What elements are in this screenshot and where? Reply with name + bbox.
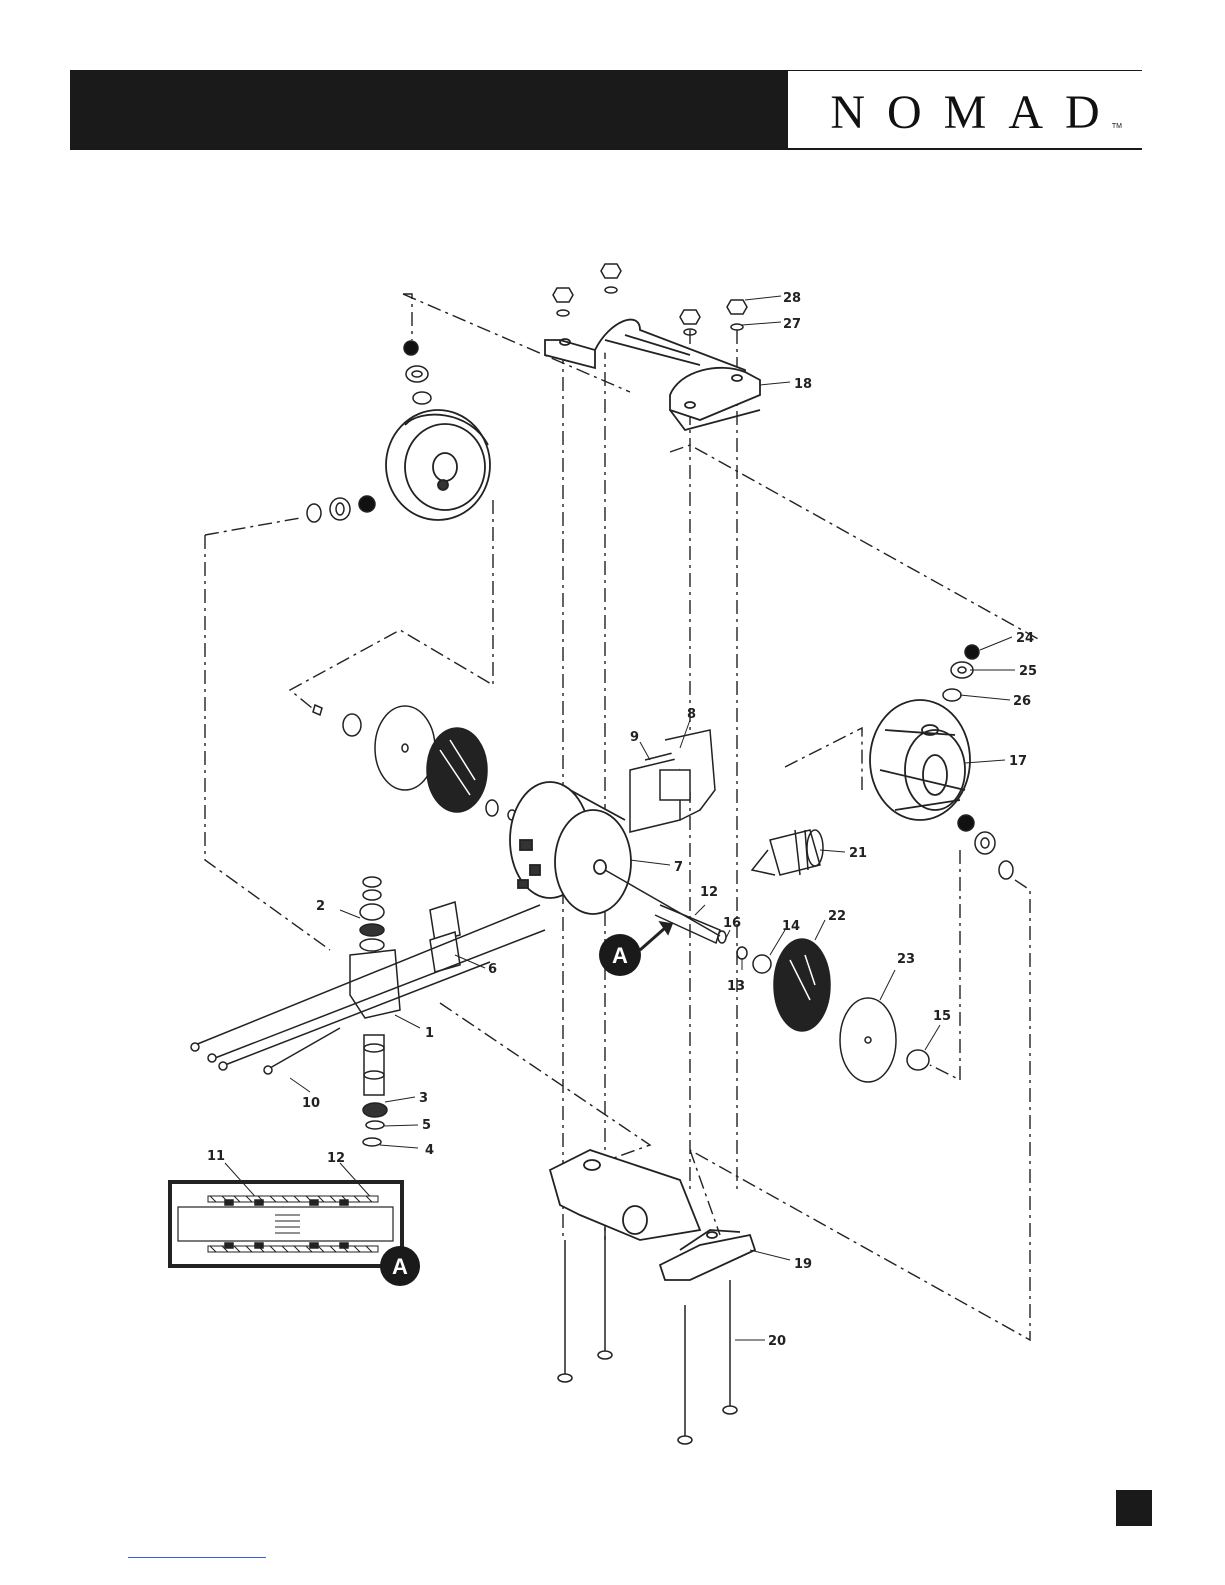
left-outer-chamber <box>386 410 490 520</box>
top-manifold <box>545 320 760 430</box>
callout-18: 18 <box>794 377 812 392</box>
callout-11: 11 <box>207 1149 225 1164</box>
air-valve <box>630 730 715 832</box>
callout-5: 5 <box>422 1118 431 1133</box>
callout-4: 4 <box>425 1143 434 1158</box>
callout-1: 1 <box>425 1026 434 1041</box>
callout-3: 3 <box>419 1091 428 1106</box>
callout-9: 9 <box>630 730 639 745</box>
left-diaphragm <box>313 705 516 820</box>
callout-17: 17 <box>1009 754 1027 769</box>
diaphragm-shaft <box>605 870 726 943</box>
callout-22: 22 <box>828 909 846 924</box>
detail-badge-main: A <box>599 934 641 976</box>
page-marker <box>1116 1490 1152 1526</box>
center-section <box>510 782 631 914</box>
callout-12-inset: 12 <box>327 1151 345 1166</box>
callout-23: 23 <box>897 952 915 967</box>
right-outer-chamber <box>870 700 970 820</box>
left-upper-valve <box>404 341 431 404</box>
nuts-top <box>553 264 747 335</box>
left-lower-valve <box>307 496 375 522</box>
detail-badge-inset: A <box>380 1246 420 1286</box>
link-underline <box>128 1557 266 1558</box>
callout-7: 7 <box>674 860 683 875</box>
detail-label-a: A <box>392 1254 408 1279</box>
callout-16: 16 <box>723 916 741 931</box>
callout-13: 13 <box>727 979 745 994</box>
callout-8: 8 <box>687 707 696 722</box>
right-upper-valve <box>943 645 979 701</box>
callout-21: 21 <box>849 846 867 861</box>
callout-26: 26 <box>1013 694 1031 709</box>
callout-19: 19 <box>794 1257 812 1272</box>
callout-24: 24 <box>1016 631 1034 646</box>
pilot-sleeve <box>752 830 823 875</box>
detail-inset <box>170 1182 402 1266</box>
detail-label-a: A <box>612 943 628 968</box>
callout-14: 14 <box>782 919 800 934</box>
callout-2: 2 <box>316 899 325 914</box>
right-lower-valve <box>958 815 1013 879</box>
callout-28: 28 <box>783 291 801 306</box>
callout-20: 20 <box>768 1334 786 1349</box>
callout-6: 6 <box>488 962 497 977</box>
callout-15: 15 <box>933 1009 951 1024</box>
callout-27: 27 <box>783 317 801 332</box>
callout-10: 10 <box>302 1096 320 1111</box>
callout-12: 12 <box>700 885 718 900</box>
callout-25: 25 <box>1019 664 1037 679</box>
gaskets <box>430 902 460 972</box>
